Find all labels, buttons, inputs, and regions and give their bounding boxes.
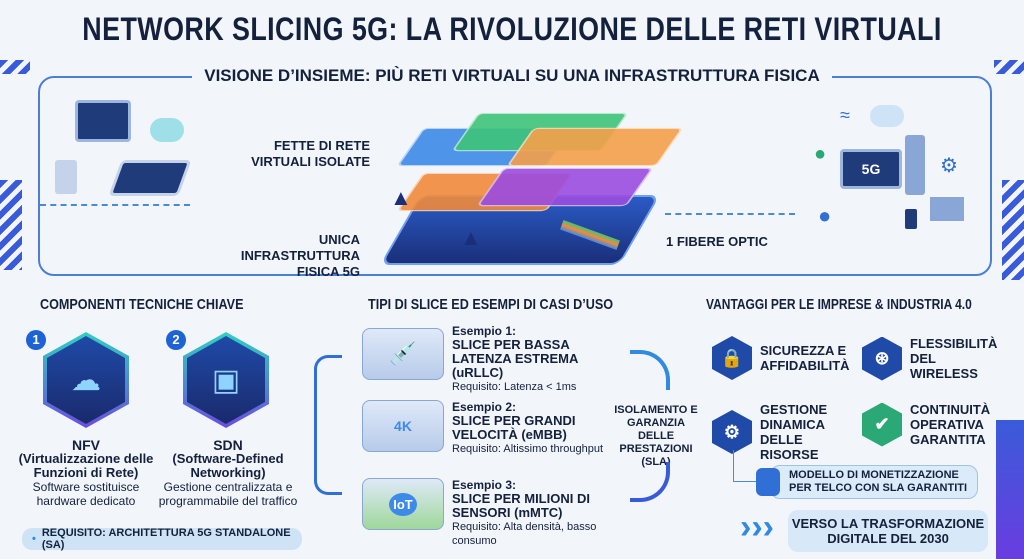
benefit-label: SICUREZZA E AFFIDABILITÀ [760, 343, 850, 373]
badge-iot: IoT [389, 492, 417, 516]
benefits-heading: VANTAGGI PER LE IMPRESE & INDUSTRIA 4.0 [706, 296, 972, 313]
streaming-illustration: 4K [362, 400, 444, 452]
component-title: NFV [72, 437, 100, 453]
brace-connector [314, 355, 342, 495]
slice-purple [476, 167, 654, 207]
number-badge-2: 2 [166, 330, 186, 350]
benefit-resources: ⚙GESTIONE DINAMICA DELLE RISORSE [712, 402, 862, 462]
slice-example-2: Esempio 2: SLICE PER GRANDI VELOCITÀ (eM… [452, 400, 604, 456]
iot-city-illustration: IoT [362, 478, 444, 530]
benefit-label: CONTINUITÀ OPERATIVA GARANTITA [910, 402, 991, 447]
decor-stripes-left-side [0, 180, 22, 270]
dashed-link-left [40, 204, 190, 206]
benefit-flexibility: ⊛FLESSIBILITÀ DEL WIRELESS [862, 336, 1012, 381]
requirement-pill: • REQUISITO: ARCHITETTURA 5G STANDALONE … [22, 527, 302, 551]
location-pin-icon: ● [814, 143, 827, 165]
badge-4k: 4K [394, 418, 412, 434]
monetization-text: MODELLO DI MONETIZZAZIONE PER TELCO CON … [789, 469, 968, 494]
user-icon: ● [818, 203, 832, 228]
antenna-icon: ⊛ [862, 336, 902, 381]
benefit-security: 🔒 SICUREZZA E AFFIDABILITÀ [712, 336, 862, 380]
label-fiber: 1 FIBERE OPTIC [666, 234, 768, 249]
wifi-icon: ≈ [840, 105, 850, 125]
lock-icon: 🔒 [712, 336, 752, 380]
page-title: NETWORK SLICING 5G: LA RIVOLUZIONE DELLE… [82, 11, 942, 47]
example-label: Esempio 1: [452, 324, 517, 338]
slice-example-1: Esempio 1: SLICE PER BASSA LATENZA ESTRE… [452, 324, 627, 394]
tablet-icon [108, 160, 192, 196]
example-title: SLICE PER GRANDI VELOCITÀ (eMBB) [452, 413, 576, 442]
server-icon [55, 160, 77, 194]
factory-icon [930, 197, 964, 221]
dashed-link-right [665, 213, 795, 215]
example-title: SLICE PER BASSA LATENZA ESTREMA (uRLLC) [452, 337, 578, 380]
curved-arrow-top [630, 350, 670, 390]
component-title: SDN [213, 437, 243, 453]
slice-example-3: Esempio 3: SLICE PER MILIONI DI SENSORI … [452, 478, 627, 548]
curved-arrow-bottom [630, 462, 670, 502]
example-requirement: Requisito: Altissimo throughput [452, 443, 604, 455]
benefit-label: FLESSIBILITÀ DEL WIRELESS [910, 336, 998, 381]
lock-cloud-icon [870, 105, 904, 127]
component-desc: Software sostituisce hardware dedicato [32, 480, 140, 508]
nfv-hex-icon: ☁ [43, 332, 129, 428]
label-virtual-slices: FETTE DI RETE VIRTUALI ISOLATE [251, 138, 370, 169]
monitor-icon [75, 100, 131, 142]
decor-stripes-right-side [1002, 180, 1024, 280]
chevron-arrows-icon: ››› [740, 508, 774, 546]
example-requirement: Requisito: Alta densità, basso consumo [452, 521, 597, 547]
phone-icon [905, 209, 917, 229]
components-heading: COMPONENTI TECNICHE CHIAVE [40, 296, 244, 313]
gear-icon: ⚙ [712, 410, 752, 454]
right-devices-illustration: ≈ ● 5G ⚙ ● [800, 105, 980, 235]
surgery-illustration: 💉 [362, 328, 444, 380]
example-title: SLICE PER MILIONI DI SENSORI (mMTC) [452, 491, 590, 520]
component-subtitle: (Software-Defined Networking) [172, 451, 284, 480]
decor-stripes-left [0, 60, 30, 74]
isolation-label: ISOLAMENTO E GARANZIA DELLE PRESTAZIONI … [614, 404, 698, 468]
cell-tower-icon: ▲ [390, 185, 412, 210]
component-subtitle: (Virtualizzazione delle Funzioni di Rete… [18, 451, 154, 480]
slice-orange-top [506, 127, 684, 167]
sdn-hex-icon: ▣ [183, 332, 269, 428]
example-requirement: Requisito: Latenza < 1ms [452, 381, 577, 393]
overview-heading: VISIONE D’INSIEME: PIÙ RETI VIRTUALI SU … [0, 66, 1024, 86]
laptop-5g: 5G [840, 149, 902, 189]
example-label: Esempio 3: [452, 478, 517, 492]
future-text: VERSO LA TRASFORMAZIONE DIGITALE DEL 203… [791, 516, 985, 546]
check-icon: ✔ [862, 402, 902, 447]
cloud-upload-icon [150, 118, 184, 142]
cell-tower-icon: ▲ [460, 225, 482, 250]
connector-line [733, 450, 763, 482]
monetization-box: MODELLO DI MONETIZZAZIONE PER TELCO CON … [770, 465, 978, 499]
requirement-text: REQUISITO: ARCHITETTURA 5G STANDALONE (S… [41, 527, 291, 551]
component-desc: Gestione centralizzata e programmabile d… [158, 480, 298, 508]
component-nfv: NFV (Virtualizzazione delle Funzioni di … [11, 438, 161, 508]
gear-icon: ⚙ [940, 155, 958, 177]
decor-stripes-bottom-right [996, 420, 1024, 559]
benefit-continuity: ✔CONTINUITÀ OPERATIVA GARANTITA [862, 402, 1012, 447]
number-badge-1: 1 [26, 330, 46, 350]
network-slicing-illustration: ▲ ▲ [370, 100, 684, 275]
slices-heading: TIPI DI SLICE ED ESEMPI DI CASI D’USO [368, 296, 614, 313]
coins-hand-icon [756, 468, 780, 496]
left-devices-illustration [55, 100, 205, 210]
label-physical-infra: UNICA INFRASTRUTTURA FISICA 5G [240, 232, 360, 279]
example-label: Esempio 2: [452, 400, 517, 414]
component-sdn: SDN (Software-Defined Networking) Gestio… [153, 438, 303, 508]
bullet-icon: • [32, 533, 36, 545]
benefit-label: GESTIONE DINAMICA DELLE RISORSE [760, 402, 828, 462]
server-tower-icon [905, 135, 925, 195]
future-box: VERSO LA TRASFORMAZIONE DIGITALE DEL 203… [788, 510, 988, 552]
decor-stripes-right [994, 60, 1024, 74]
